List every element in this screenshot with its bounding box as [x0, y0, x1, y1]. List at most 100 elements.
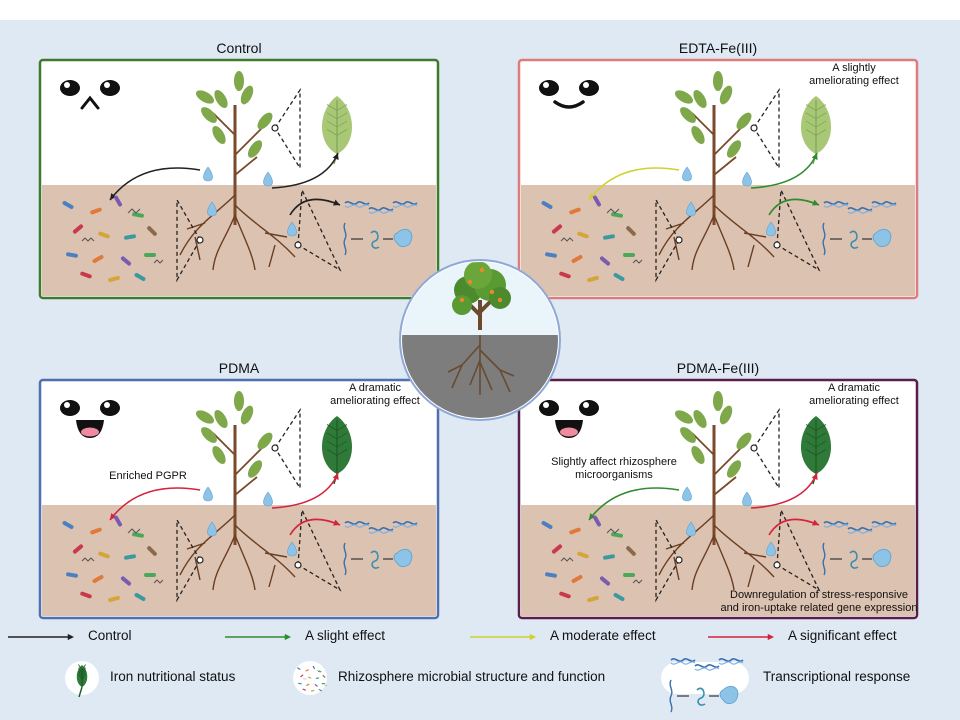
microbe-cluster: [297, 665, 328, 692]
leaf-effect-annotation: A slightly ameliorating effect: [809, 62, 899, 87]
plant-leaf: [201, 427, 217, 443]
microbe-zoom-lines: [655, 517, 683, 603]
water-drop-icon: [287, 221, 297, 237]
soil-layer: [42, 505, 436, 616]
plant-leaf: [691, 445, 705, 465]
leaf-zoom-lines: [271, 407, 301, 491]
plant-leaf: [214, 89, 228, 109]
gene-expression-illustration: [822, 521, 897, 576]
gene-effect-arrow: [768, 198, 820, 216]
leaf-effect-arrow: [750, 152, 818, 189]
plant-leaf: [693, 409, 707, 429]
water-drop-icon: [686, 521, 696, 537]
panel-border: [38, 378, 440, 620]
legend-arrow-0: [8, 633, 74, 641]
leaf-icon: [76, 664, 88, 698]
leaf-effect-annotation: A dramatic ameliorating effect: [809, 382, 899, 407]
plant-leaf: [234, 71, 244, 91]
legend-icon-2: [661, 658, 749, 713]
plant-leaf: [713, 71, 723, 91]
plant-leaf: [693, 89, 707, 109]
plant-leaf: [736, 432, 752, 450]
plant-leaf: [240, 85, 254, 105]
panel-title: PDMA-Fe(III): [676, 360, 760, 376]
legend-icon-label: Transcriptional response: [763, 669, 911, 684]
plant-leaf: [680, 107, 696, 123]
water-drop-icon: [207, 521, 217, 537]
microbe-effect-arrow: [109, 487, 201, 521]
water-drop-icon: [682, 486, 692, 502]
grin-face-icon: [539, 400, 599, 438]
plant-leaf: [212, 445, 226, 465]
leaf-zoom-lines: [271, 87, 301, 171]
plant-leaf: [674, 90, 694, 104]
plant-leaf: [214, 409, 228, 429]
leaf-effect-annotation: A dramatic ameliorating effect: [330, 382, 420, 407]
microbes-icon: [297, 665, 328, 692]
soil-layer: [42, 185, 436, 296]
panel-title: EDTA-Fe(III): [678, 40, 758, 56]
water-drop-icon: [766, 221, 776, 237]
legend-arrow-label: A moderate effect: [550, 628, 656, 643]
water-drop-icon: [207, 201, 217, 217]
plant-leaf: [247, 460, 263, 478]
plant-leaf: [201, 107, 217, 123]
legend-arrow-label: A slight effect: [305, 628, 386, 643]
microbe-effect-arrow: [588, 167, 680, 201]
leaf-zoom-lines: [750, 407, 780, 491]
water-drop-icon: [287, 541, 297, 557]
gene-zoom-lines: [773, 507, 821, 592]
gene-effect-arrow: [768, 518, 820, 536]
panel-border: [517, 378, 919, 620]
plant-leaf: [257, 432, 273, 450]
microbe-zoom-lines: [655, 197, 683, 283]
gene-zoom-lines: [294, 187, 342, 272]
soil-layer: [521, 185, 915, 296]
panel-pdma: [38, 378, 440, 620]
plant-illustration: [658, 391, 775, 591]
microbes-icon: [541, 195, 643, 283]
plant-leaf: [726, 140, 742, 158]
legend-icon-1: [293, 661, 328, 695]
plant-leaf: [736, 112, 752, 130]
plant-leaf: [719, 85, 733, 105]
panel-title: PDMA: [218, 360, 260, 376]
water-drop-icon: [742, 171, 752, 187]
plant-leaf: [719, 405, 733, 425]
microbes-icon: [62, 515, 164, 603]
panel-control: [38, 58, 440, 300]
plant-leaf: [680, 427, 696, 443]
plant-leaf: [195, 410, 215, 424]
panel-border: [517, 58, 919, 300]
leaf-effect-arrow: [271, 472, 339, 509]
microbe-effect-arrow: [588, 487, 680, 521]
water-drop-icon: [742, 491, 752, 507]
plant-leaf: [247, 140, 263, 158]
water-drop-icon: [682, 166, 692, 182]
plant-leaf: [713, 391, 723, 411]
legend-arrow-label: A significant effect: [788, 628, 897, 643]
gene-zoom-lines: [773, 187, 821, 272]
plant-illustration: [179, 391, 296, 591]
microbes-icon: [541, 515, 643, 603]
status-leaf-icon: [322, 96, 352, 165]
gene-expression-illustration: [343, 201, 418, 256]
water-drop-icon: [203, 486, 213, 502]
gene-effect-arrow: [289, 518, 341, 536]
soil-layer: [521, 505, 915, 616]
microbe-zoom-lines: [176, 197, 204, 283]
gene-expression-illustration: [343, 521, 418, 576]
plant-leaf: [212, 125, 226, 145]
leaf-effect-arrow: [271, 152, 339, 189]
plant-leaf: [257, 112, 273, 130]
status-leaf-icon: [322, 416, 352, 485]
water-drop-icon: [686, 201, 696, 217]
plant-leaf: [691, 125, 705, 145]
plant-leaf: [234, 391, 244, 411]
microbe-effect-annotation: Enriched PGPR: [109, 470, 187, 482]
plant-leaf: [674, 410, 694, 424]
legend-icon-label: Rhizosphere microbial structure and func…: [338, 669, 606, 684]
panel-border: [38, 58, 440, 300]
legend-arrow-3: [708, 633, 774, 641]
